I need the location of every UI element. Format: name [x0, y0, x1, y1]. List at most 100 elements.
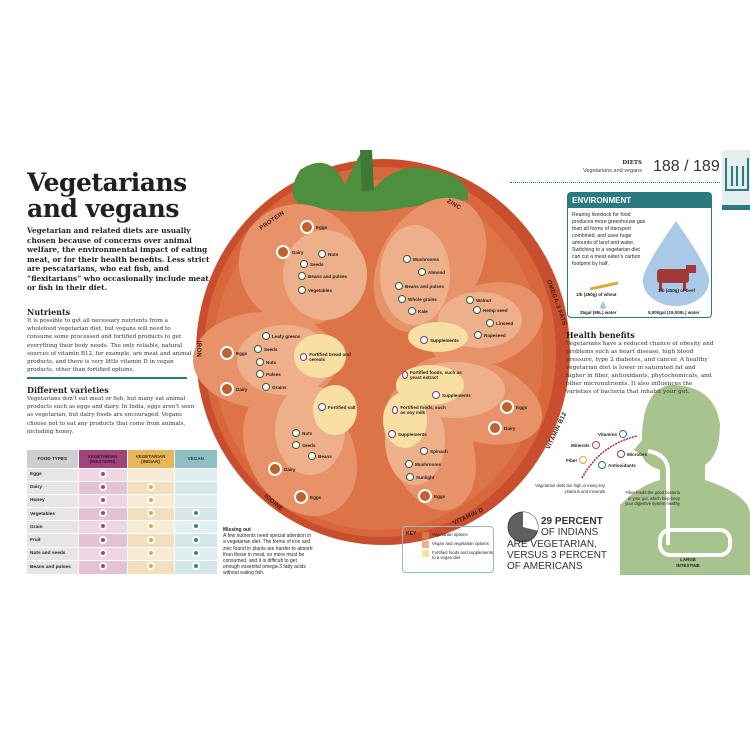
key-item-label: Vegetarian options [432, 532, 468, 537]
food-source-item: Hemp seed [473, 306, 508, 314]
food-icon [98, 522, 107, 531]
food-icon [294, 490, 308, 504]
food-source-item: Eggs [300, 220, 327, 234]
food-source-label: Eggs [310, 494, 322, 500]
food-source-item: Beans and pulses [298, 272, 347, 280]
table-row: Nuts and seeds [27, 546, 218, 561]
food-source-item: Dairy [220, 382, 248, 396]
food-source-item: Eggs [500, 400, 527, 414]
diet-cell [78, 480, 128, 495]
vitamins-label: Vitamins [598, 430, 628, 438]
stat-line-4: VERSUS 3 PERCENT [507, 549, 608, 561]
header-divider [510, 182, 720, 183]
food-icon [292, 429, 300, 437]
food-source-item: Eggs [418, 489, 445, 503]
food-source-label: Supplements [442, 392, 471, 398]
food-type-cell: Fruit [27, 533, 79, 548]
page-title: Vegetarians and vegans [27, 168, 187, 223]
food-source-label: Seeds [264, 346, 278, 352]
varieties-text: Vegetarians don’t eat meat or fish, but … [27, 396, 195, 435]
food-types-table: FOOD TYPES VEGETARIAN (WESTERN) VEGETARI… [27, 450, 218, 574]
food-source-label: Almond [428, 269, 446, 275]
table-row: Beans and pulses [27, 559, 218, 574]
table-row: Dairy [27, 480, 218, 495]
food-source-label: Fortified foods, such as soy milk [400, 405, 446, 415]
small-water-drop-icon [600, 301, 606, 309]
food-icon [146, 495, 155, 504]
wheat-label: 1lb (450g) of wheat [576, 292, 617, 297]
food-icon [220, 382, 234, 396]
diet-cell [174, 467, 218, 482]
food-source-item: Seeds [254, 345, 278, 353]
food-source-label: Eggs [516, 404, 528, 410]
minerals-label: Minerals [571, 441, 600, 449]
human-body-silhouette [620, 385, 750, 575]
food-icon [486, 319, 494, 327]
fiber-note: Fiber feeds the good bacteria in your gu… [625, 490, 680, 506]
food-type-cell: Nuts and seeds [27, 546, 79, 561]
food-source-label: Leafy greens [272, 333, 301, 339]
food-source-item: Fortified salt [318, 403, 356, 411]
diet-cell [78, 533, 128, 548]
fiber-text: Fiber [566, 457, 578, 463]
missing-out-text: A few nutrients need special attention i… [223, 533, 313, 577]
food-source-item: Rapeseed [474, 331, 506, 339]
food-icon [262, 383, 270, 391]
food-icon [298, 272, 306, 280]
food-source-label: Beans [318, 453, 332, 459]
food-icon [262, 332, 270, 340]
food-type-cell: Grain [27, 520, 79, 534]
food-icon [98, 482, 107, 491]
food-source-item: Fortified foods, such as yeast extract [402, 370, 462, 380]
stat-text: 29 PERCENT OF INDIANS ARE VEGETARIAN, VE… [507, 516, 627, 572]
food-icon [408, 307, 416, 315]
food-icon [500, 400, 514, 414]
food-icon [300, 260, 308, 268]
diet-cell [127, 520, 175, 534]
key-item-label: Vegan and vegetarian options [432, 541, 489, 546]
food-source-item: Walnut [466, 296, 491, 304]
fiber-label: Fiber [566, 456, 588, 464]
diet-cell [78, 559, 128, 574]
diet-cell [78, 507, 128, 521]
col-vegan: VEGAN [174, 450, 218, 468]
food-source-label: Dairy [284, 466, 296, 472]
cow-icon [657, 265, 696, 291]
food-icon [146, 509, 155, 518]
wheat-water-label: 25gal (95L) water [580, 310, 617, 315]
food-source-item: Nuts [292, 429, 312, 437]
food-icon [406, 473, 414, 481]
food-source-label: Linseed [496, 320, 514, 326]
food-icon [254, 345, 262, 353]
food-source-label: Spinach [430, 448, 448, 454]
table-row: Vegetables [27, 507, 218, 521]
table-row: Fruit [27, 533, 218, 548]
food-source-item: Beans and pulses [395, 282, 444, 290]
missing-out-section: Missing out A few nutrients need special… [223, 527, 313, 577]
food-icon [191, 522, 200, 531]
food-source-label: Nuts [302, 430, 313, 436]
food-icon [300, 220, 314, 234]
intake-arrow [581, 435, 638, 479]
food-icon [392, 406, 399, 414]
diet-cell [174, 559, 218, 574]
missing-out-heading: Missing out [223, 527, 251, 533]
key-item-label: Fortified foods and supplements to a veg… [432, 550, 494, 560]
nutrient-iron-label: IRON [195, 340, 202, 358]
col-food-types: FOOD TYPES [27, 450, 79, 468]
diet-cell [127, 559, 175, 574]
section-label: DIETS [622, 160, 642, 166]
food-source-item: Whole grains [398, 295, 437, 303]
diet-cell [127, 507, 175, 521]
food-source-item: Nuts [256, 358, 276, 366]
diet-cell [127, 493, 175, 508]
col-western: VEGETARIAN (WESTERN) [78, 450, 128, 468]
food-source-item: Eggs [294, 490, 321, 504]
key-label: KEY [406, 531, 417, 537]
food-icon [402, 371, 408, 379]
food-icon [146, 562, 155, 571]
food-icon [466, 296, 474, 304]
key-swatch [422, 541, 429, 548]
food-icon [418, 268, 426, 276]
